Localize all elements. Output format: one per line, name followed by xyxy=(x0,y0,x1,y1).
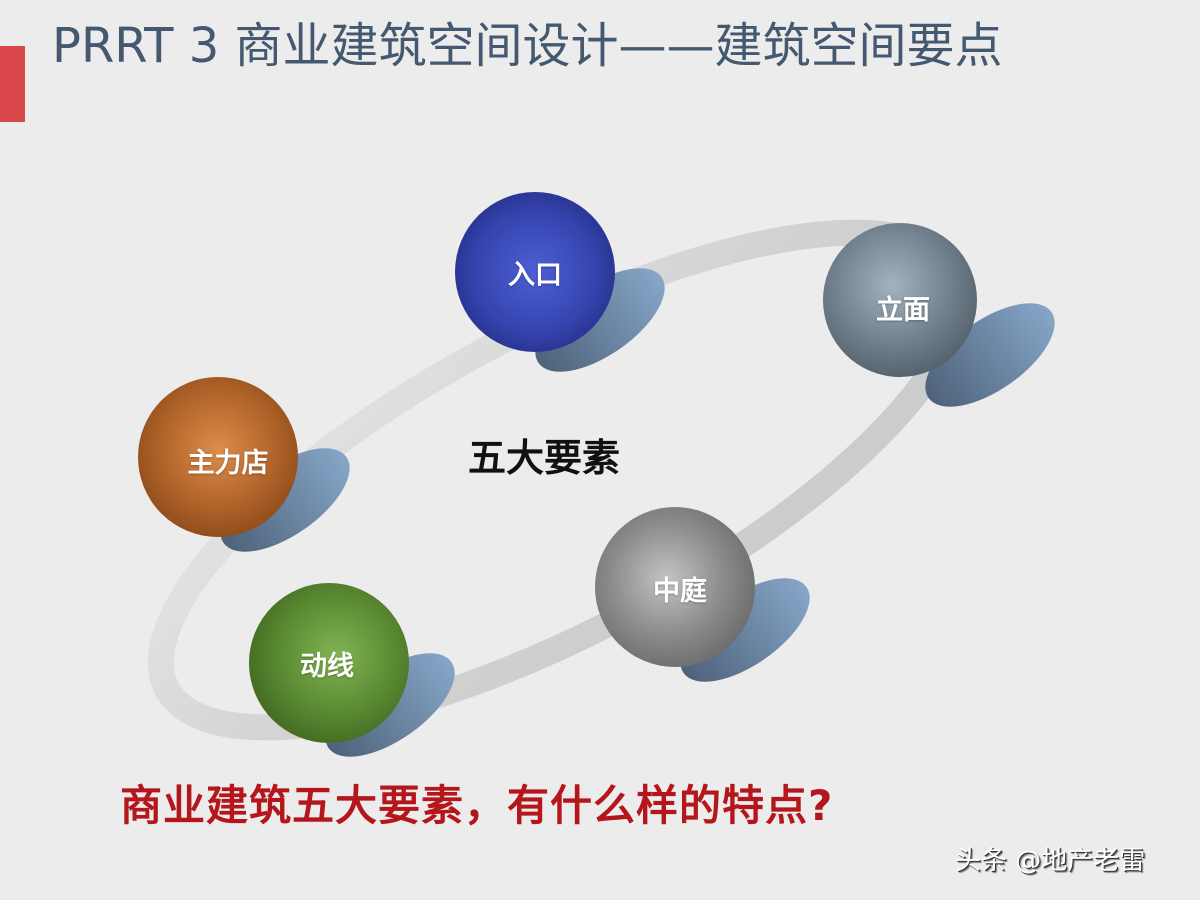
node-label: 主力店 xyxy=(187,447,269,479)
node-label: 入口 xyxy=(508,259,562,291)
watermark: 头条 @地产老雷 xyxy=(955,846,1146,876)
node-label: 中庭 xyxy=(653,575,707,607)
node-circulation: 动线 xyxy=(247,623,407,703)
sphere-anchor-store xyxy=(138,377,298,537)
question-caption: 商业建筑五大要素，有什么样的特点? xyxy=(120,781,834,830)
center-label: 五大要素 xyxy=(468,436,621,480)
sphere-circulation xyxy=(249,583,409,743)
sphere-facade xyxy=(823,223,977,377)
sphere-entrance xyxy=(455,192,615,352)
node-anchor-store: 主力店 xyxy=(148,420,308,500)
node-facade: 立面 xyxy=(823,267,983,347)
node-label: 动线 xyxy=(300,650,354,682)
title-accent-bar xyxy=(0,46,25,122)
node-entrance: 入口 xyxy=(455,232,615,312)
sphere-atrium xyxy=(595,507,755,667)
slide-title: PRRT 3 商业建筑空间设计——建筑空间要点 xyxy=(52,18,1003,74)
node-label: 立面 xyxy=(876,294,930,326)
node-atrium: 中庭 xyxy=(600,548,760,628)
